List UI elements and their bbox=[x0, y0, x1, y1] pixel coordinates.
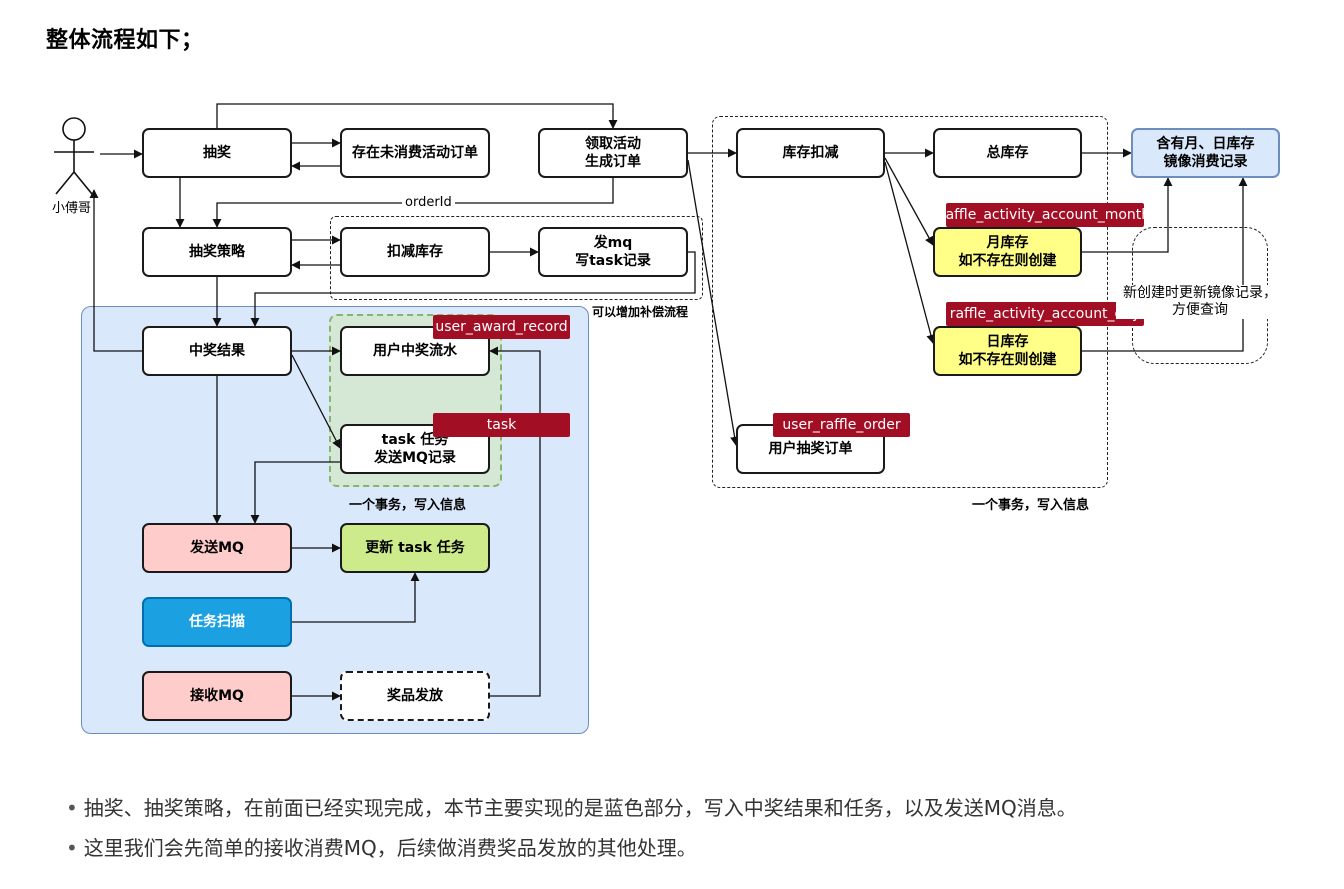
user-award-record-tag: user_award_record bbox=[433, 315, 570, 339]
page-title: 整体流程如下； bbox=[46, 28, 204, 53]
prize-dispatch-node: 奖品发放 bbox=[340, 671, 490, 721]
send-mq-node: 发送MQ bbox=[142, 523, 292, 573]
edge-lottery-take bbox=[216, 103, 618, 129]
user-award-flow-node: 用户中奖流水 bbox=[340, 326, 490, 376]
month-account-tag: raffle_activity_account_month bbox=[940, 203, 1150, 227]
lottery-node: 抽奖 bbox=[142, 128, 292, 178]
task-tag: task bbox=[433, 413, 570, 437]
send-mq-task-node: 发mq 写task记录 bbox=[538, 227, 688, 277]
award-result-node: 中奖结果 bbox=[142, 326, 292, 376]
edge-stock-month bbox=[884, 157, 934, 246]
edge-take-order bbox=[687, 159, 740, 446]
edge-award-task bbox=[291, 354, 341, 449]
edge-stock-day bbox=[884, 161, 936, 344]
update-task-node: 更新 task 任务 bbox=[340, 523, 490, 573]
deduct-stock-node: 扣减库存 bbox=[340, 227, 490, 277]
order-id-label: orderId bbox=[402, 194, 455, 211]
actor-label: 小傅哥 bbox=[52, 201, 92, 216]
mirror-note-label: 新创建时更新镜像记录， 方便查询 bbox=[1116, 285, 1284, 319]
edge-scan-update bbox=[292, 572, 420, 623]
edge-month-mirror bbox=[1082, 177, 1173, 253]
mirror-record-node: 含有月、日库存 镜像消费记录 bbox=[1131, 128, 1280, 178]
edge-task-sendmq bbox=[250, 461, 340, 524]
bullet-item: 这里我们会先简单的接收消费MQ，后续做消费奖品发放的其他处理。 bbox=[66, 828, 1077, 868]
edge-award-actor bbox=[89, 189, 142, 352]
edge-sendmq-award bbox=[250, 251, 696, 327]
task-scan-node: 任务扫描 bbox=[142, 597, 292, 647]
compensation-label: 可以增加补偿流程 bbox=[592, 305, 689, 319]
edge-prize-flow bbox=[489, 346, 541, 697]
total-stock-node: 总库存 bbox=[933, 128, 1082, 178]
stock-deduct-node: 库存扣减 bbox=[736, 128, 885, 178]
raffle-order-tag: user_raffle_order bbox=[773, 413, 910, 437]
transaction-label-right: 一个事务，写入信息 bbox=[972, 498, 1090, 513]
transaction-label-left: 一个事务，写入信息 bbox=[349, 498, 467, 513]
receive-mq-node: 接收MQ bbox=[142, 671, 292, 721]
day-account-tag: raffle_activity_account_day bbox=[946, 302, 1144, 326]
day-stock-node: 日库存 如不存在则创建 bbox=[933, 326, 1082, 376]
edge-day-mirror bbox=[1082, 177, 1248, 352]
task-record-node: task 任务 发送MQ记录 bbox=[340, 424, 490, 474]
person-icon bbox=[54, 117, 94, 195]
bullet-item: 抽奖、抽奖策略，在前面已经实现完成，本节主要实现的是蓝色部分，写入中奖结果和任务… bbox=[66, 788, 1077, 828]
unconsumed-order-node: 存在未消费活动订单 bbox=[340, 128, 490, 178]
compensation-dashed-region bbox=[330, 216, 703, 300]
take-activity-node: 领取活动 生成订单 bbox=[538, 128, 688, 178]
strategy-node: 抽奖策略 bbox=[142, 227, 292, 277]
month-stock-node: 月库存 如不存在则创建 bbox=[933, 227, 1082, 277]
bullet-list: 抽奖、抽奖策略，在前面已经实现完成，本节主要实现的是蓝色部分，写入中奖结果和任务… bbox=[66, 788, 1077, 868]
